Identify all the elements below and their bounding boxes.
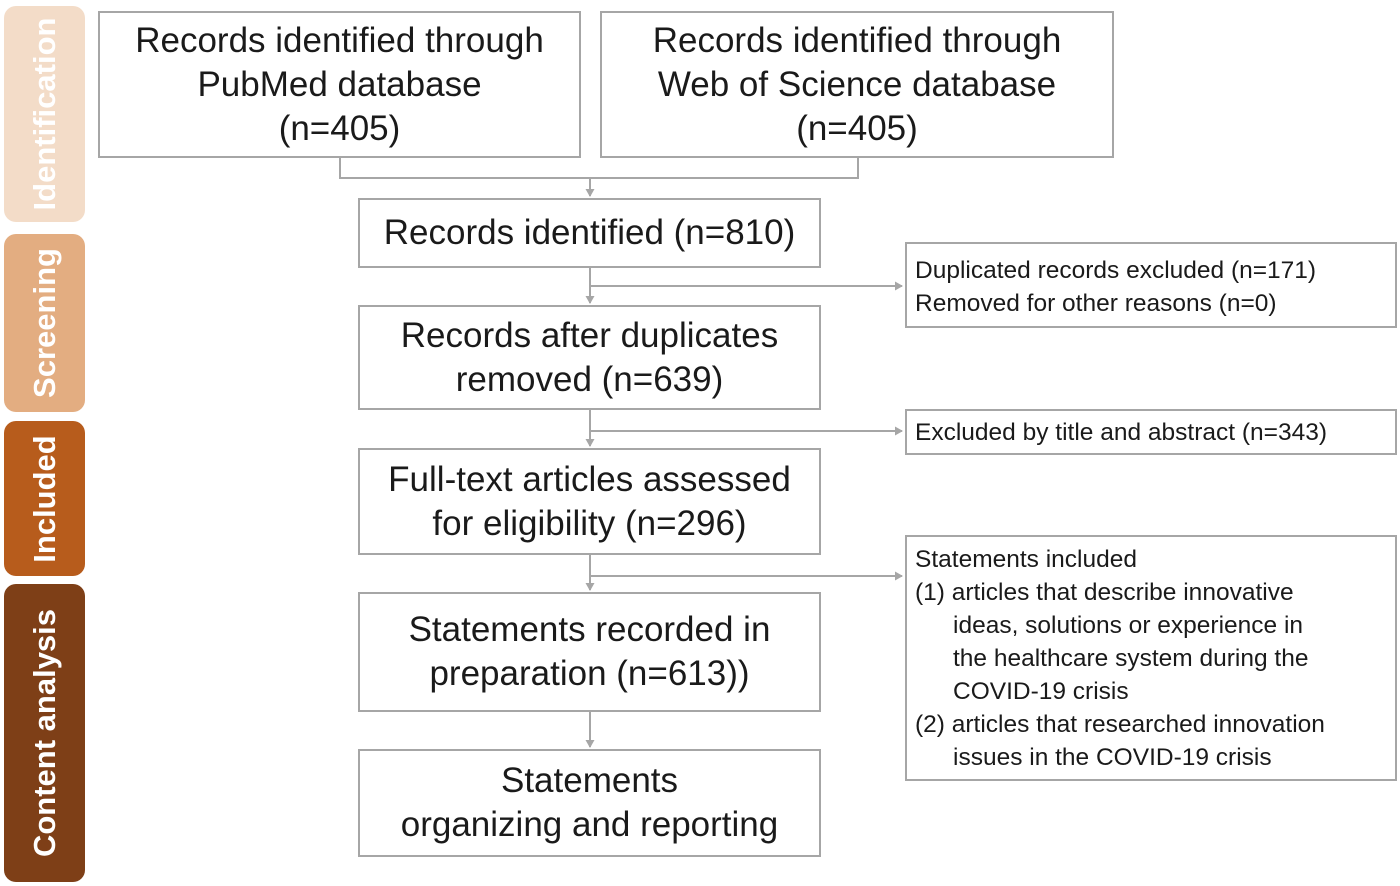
- wos-box-line-3: (n=405): [796, 108, 918, 148]
- records-identified-text: Records identified (n=810): [383, 213, 796, 252]
- pubmed-box-line-3: (n=405): [278, 108, 401, 148]
- records-identified-box: Records identified (n=810): [358, 198, 821, 268]
- pubmed-box-line-2: PubMed database: [197, 64, 482, 104]
- statements-included-heading: Statements included: [915, 546, 1137, 573]
- statements-included-item-1-cont-1: ideas, solutions or experience in: [953, 612, 1304, 639]
- statements-included-item-2: (2) articles that researched innovation: [915, 711, 1325, 738]
- wos-box-line-1: Records identified through: [652, 20, 1062, 60]
- statements-recorded-line-1: Statements recorded in: [408, 610, 771, 649]
- statements-included-item-1: (1) articles that describe innovative: [915, 579, 1294, 606]
- phase-screening: Screening: [4, 234, 85, 412]
- after-duplicates-line-2: removed (n=639): [455, 359, 724, 399]
- phase-identification: Identification: [4, 6, 85, 222]
- title-abstract-excluded-note: Excluded by title and abstract (n=343): [905, 409, 1397, 455]
- phase-included: Included: [4, 421, 85, 576]
- duplicates-note-line-2: Removed for other reasons (n=0): [915, 290, 1277, 317]
- wos-box-line-2: Web of Science database: [657, 64, 1057, 104]
- pubmed-box-line-1: Records identified through: [135, 20, 544, 60]
- phase-content-analysis: Content analysis: [4, 584, 85, 882]
- statements-included-item-2-cont-1: issues in the COVID-19 crisis: [953, 744, 1272, 771]
- full-text-line-2: for eligibility (n=296): [432, 503, 747, 543]
- records-after-duplicates-box: Records after duplicates removed (n=639): [358, 305, 821, 410]
- statements-included-note: Statements included (1) articles that de…: [905, 535, 1397, 781]
- title-abstract-note-line-1: Excluded by title and abstract (n=343): [915, 419, 1327, 446]
- full-text-line-1: Full-text articles assessed: [388, 459, 791, 499]
- statements-organizing-line-2: organizing and reporting: [400, 805, 779, 844]
- pubmed-records-box: Records identified through PubMed databa…: [98, 11, 581, 158]
- duplicates-excluded-note: Duplicated records excluded (n=171) Remo…: [905, 242, 1397, 328]
- statements-recorded-line-2: preparation (n=613)): [429, 654, 750, 693]
- merge-connector: [339, 158, 859, 179]
- full-text-assessed-box: Full-text articles assessed for eligibil…: [358, 448, 821, 555]
- after-duplicates-line-1: Records after duplicates: [400, 315, 779, 355]
- statements-included-item-1-cont-2: the healthcare system during the: [953, 645, 1309, 672]
- statements-recorded-box: Statements recorded in preparation (n=61…: [358, 592, 821, 712]
- statements-organizing-line-1: Statements: [500, 761, 679, 800]
- statements-included-item-1-cont-3: COVID-19 crisis: [953, 678, 1129, 705]
- wos-records-box: Records identified through Web of Scienc…: [600, 11, 1114, 158]
- statements-organizing-box: Statements organizing and reporting: [358, 749, 821, 857]
- duplicates-note-line-1: Duplicated records excluded (n=171): [915, 257, 1317, 284]
